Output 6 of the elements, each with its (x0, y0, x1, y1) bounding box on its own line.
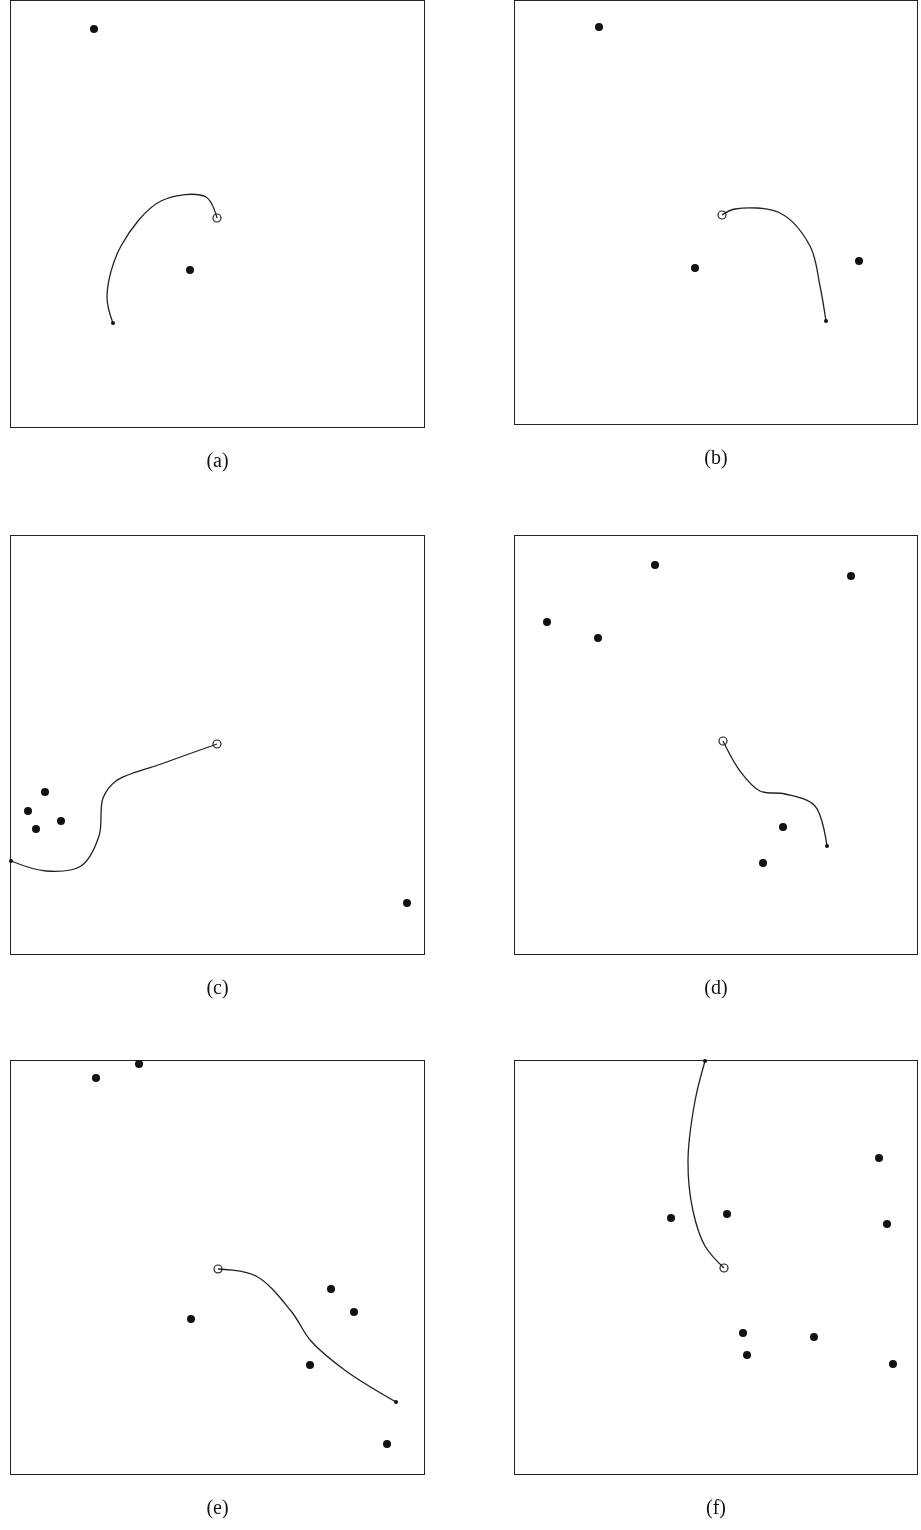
panel-label: (b) (704, 446, 728, 469)
panel-label: (f) (706, 1496, 726, 1519)
panel-label: (a) (206, 449, 229, 472)
panel-label: (d) (704, 976, 728, 999)
panel-label: (c) (206, 976, 229, 999)
panel-label: (e) (206, 1496, 229, 1519)
